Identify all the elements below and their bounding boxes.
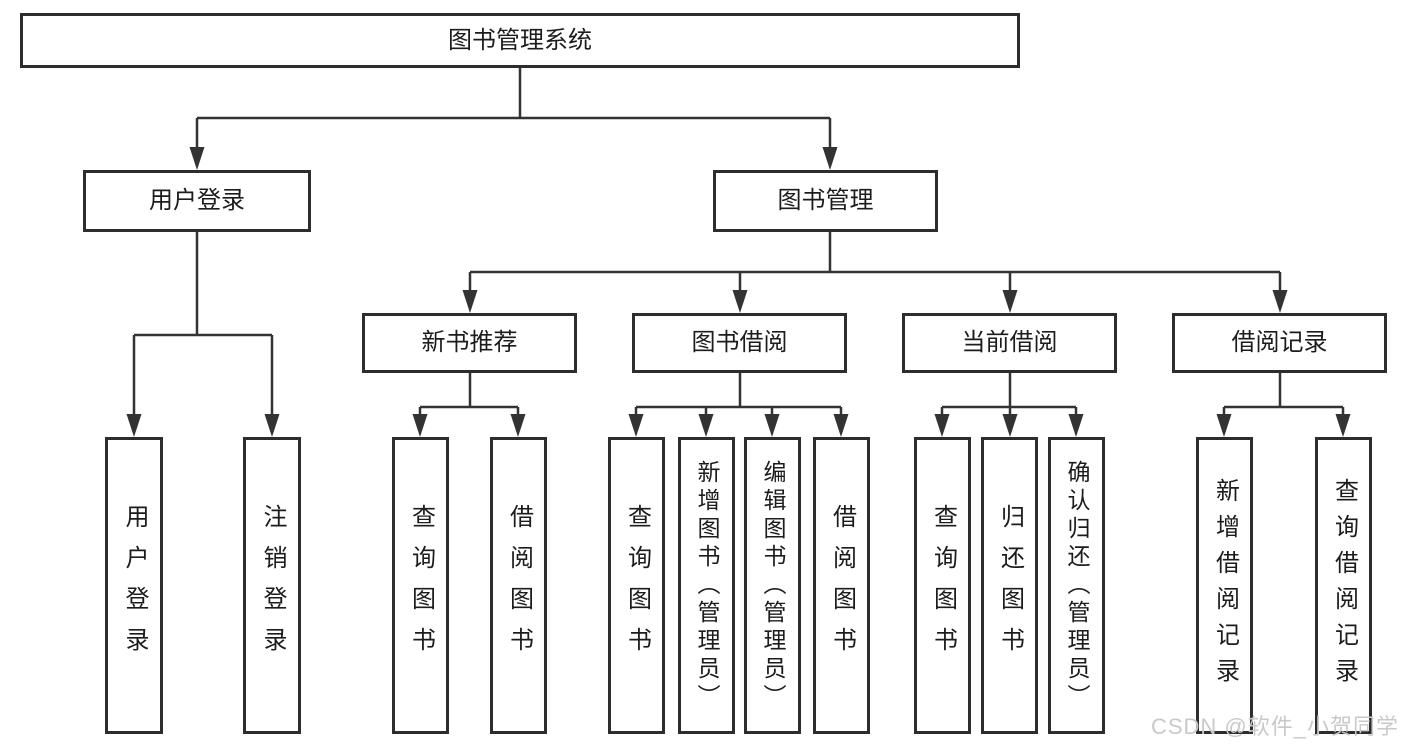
node-borrow-records: 借阅记录 — [1172, 313, 1387, 373]
leaf-records-add-record: 新增借阅记录 — [1196, 437, 1253, 734]
leaf-current-return-book-label: 归还图书 — [996, 503, 1024, 668]
node-book-management: 图书管理 — [713, 170, 938, 232]
leaf-user-login-label: 用户登录 — [121, 503, 148, 668]
leaf-current-confirm-return-admin-label: 确认归还（管理员） — [1064, 459, 1090, 712]
watermark: CSDN @软件_小贺同学 — [1150, 714, 1399, 739]
leaf-current-query-book-label: 查询图书 — [929, 503, 957, 668]
leaf-current-query-book: 查询图书 — [914, 437, 971, 734]
leaf-borrow-borrow-book-label: 借阅图书 — [828, 503, 856, 668]
node-new-book-recommend: 新书推荐 — [362, 313, 577, 373]
leaf-records-query-record: 查询借阅记录 — [1315, 437, 1372, 734]
node-current-borrow: 当前借阅 — [902, 313, 1117, 373]
leaf-borrow-add-book-admin-label: 新增图书（管理员） — [694, 459, 720, 712]
leaf-current-confirm-return-admin: 确认归还（管理员） — [1048, 437, 1105, 734]
node-book-borrow-label: 图书借阅 — [691, 329, 788, 356]
leaf-records-query-record-label: 查询借阅记录 — [1330, 477, 1358, 694]
leaf-newbook-query-book: 查询图书 — [392, 437, 449, 734]
leaf-borrow-edit-book-admin: 编辑图书（管理员） — [744, 437, 801, 734]
leaf-user-login: 用户登录 — [105, 437, 163, 734]
leaf-newbook-query-book-label: 查询图书 — [407, 503, 435, 668]
leaf-records-add-record-label: 新增借阅记录 — [1211, 477, 1239, 694]
leaf-newbook-borrow-book: 借阅图书 — [490, 437, 547, 734]
leaf-newbook-borrow-book-label: 借阅图书 — [505, 503, 533, 668]
leaf-logout-label: 注销登录 — [259, 503, 286, 668]
node-book-borrow: 图书借阅 — [632, 313, 847, 373]
leaf-borrow-edit-book-admin-label: 编辑图书（管理员） — [760, 459, 786, 712]
node-user-login-label: 用户登录 — [149, 187, 245, 214]
node-book-management-label: 图书管理 — [777, 187, 874, 214]
node-user-login: 用户登录 — [83, 170, 311, 232]
node-root: 图书管理系统 — [20, 13, 1020, 68]
node-root-label: 图书管理系统 — [448, 26, 592, 54]
node-borrow-records-label: 借阅记录 — [1231, 329, 1328, 356]
leaf-borrow-query-book-label: 查询图书 — [623, 503, 651, 668]
node-current-borrow-label: 当前借阅 — [961, 329, 1058, 356]
leaf-logout: 注销登录 — [243, 437, 301, 734]
leaf-borrow-add-book-admin: 新增图书（管理员） — [678, 437, 735, 734]
leaf-current-return-book: 归还图书 — [981, 437, 1038, 734]
node-new-book-recommend-label: 新书推荐 — [421, 329, 518, 356]
leaf-borrow-query-book: 查询图书 — [608, 437, 665, 734]
leaf-borrow-borrow-book: 借阅图书 — [813, 437, 870, 734]
